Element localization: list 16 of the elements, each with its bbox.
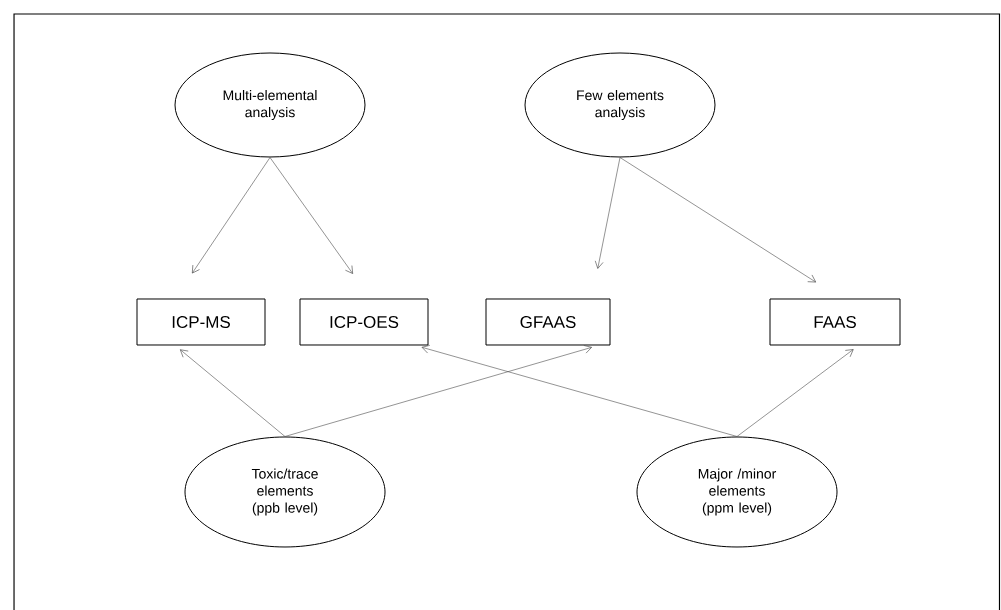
arrow xyxy=(736,349,854,437)
arrow xyxy=(594,157,621,269)
arrow xyxy=(269,157,353,274)
ellipse-node: Few elements analysis xyxy=(524,52,716,158)
arrow xyxy=(284,345,592,437)
ellipse-node: Major /minor elements (ppm level) xyxy=(636,436,838,548)
process-box: GFAAS xyxy=(485,298,611,346)
process-box: FAAS xyxy=(769,298,901,346)
arrow xyxy=(192,157,271,274)
arrow xyxy=(421,345,738,437)
arrow xyxy=(180,349,286,437)
process-box: ICP-MS xyxy=(136,298,266,346)
ellipse-node: Toxic/trace elements (ppb level) xyxy=(184,436,386,548)
arrow xyxy=(619,157,817,283)
process-box: ICP-OES xyxy=(299,298,429,346)
ellipse-node: Multi-elemental analysis xyxy=(174,52,366,158)
